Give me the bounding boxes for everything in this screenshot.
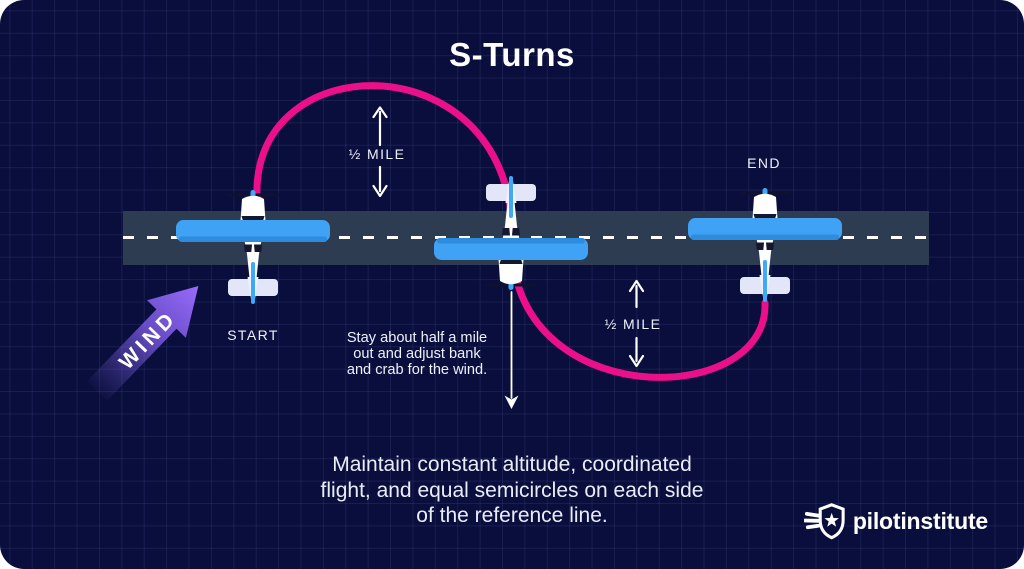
half-mile-top-label: ½ MILE [348,146,406,162]
caption-line: of the reference line. [416,504,608,527]
page-title: S-Turns [449,36,575,73]
half-mile-bottom-label: ½ MILE [604,316,662,332]
bank-crab-note: Stay about half a mile out and adjust ba… [317,330,517,378]
start-label: START [227,327,279,343]
note-line: Stay about half a mile [346,330,488,346]
half-mile-bottom-arrows [628,279,645,368]
bottom-caption: Maintain constant altitude, coordinated … [262,452,762,529]
airplane-end-icon [688,188,842,302]
airplane-middle-icon [434,176,588,290]
airplane-start-icon [176,190,330,304]
note-line: out and adjust bank [353,345,481,362]
end-label: END [747,155,781,171]
note-line: and crab for the wind. [346,361,488,378]
wind-label: WIND [115,306,182,374]
caption-line: Maintain constant altitude, coordinated [332,453,692,476]
brand-name: pilotinstitute [852,507,988,534]
caption-line: flight, and equal semicircles on each si… [320,478,704,502]
winged-shield-icon [803,503,845,540]
half-mile-pointer-arrow [504,291,519,409]
half-mile-top-arrows [372,106,388,198]
brand-logo: pilotinstitute [803,501,988,541]
road-centerline [123,236,929,239]
